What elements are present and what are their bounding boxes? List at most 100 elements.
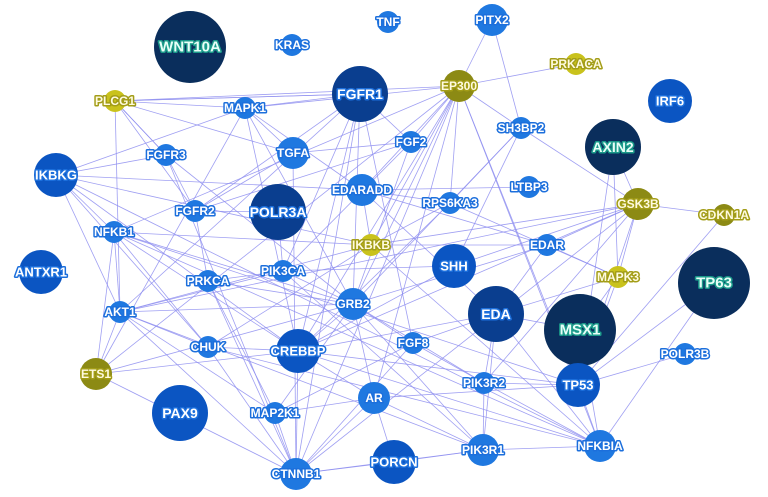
node-ctnnb1[interactable]: CTNNB1 (270, 458, 322, 490)
node-label-wnt10a: WNT10A (159, 39, 221, 56)
node-grb2[interactable]: GRB2 (335, 288, 371, 320)
node-fgf8[interactable]: FGF8 (396, 332, 430, 354)
edge-grb2-ar (352, 303, 375, 399)
node-kras[interactable]: KRAS (273, 34, 311, 56)
node-pax9[interactable]: PAX9 (152, 385, 208, 441)
node-eda[interactable]: EDA (468, 286, 524, 342)
node-pik3r2[interactable]: PIK3R2 (461, 372, 507, 394)
edge-chuk-ctnnb1 (207, 346, 297, 475)
edge-ep300-ctnnb1 (295, 85, 460, 475)
node-circle-ctnnb1 (280, 458, 312, 490)
edge-plcg1-ep300 (114, 85, 460, 102)
edge-akt1-ctnnb1 (119, 311, 297, 475)
edge-fgfr1-crebbp (297, 93, 361, 352)
node-ar[interactable]: AR (358, 382, 390, 414)
node-label-tp53: TP53 (562, 378, 593, 393)
node-plcg1[interactable]: PLCG1 (93, 90, 137, 112)
node-tgfa[interactable]: TGFA (276, 137, 311, 169)
edge-ep300-grb2 (352, 85, 460, 305)
node-cdkn1a[interactable]: CDKN1A (697, 204, 751, 226)
edge-pik3ca-fgf2 (282, 141, 412, 272)
node-label-fgfr1: FGFR1 (337, 86, 383, 102)
node-axin2[interactable]: AXIN2 (585, 119, 641, 175)
node-circle-ltbp3 (518, 176, 540, 198)
node-pik3r1[interactable]: PIK3R1 (460, 434, 506, 466)
node-irf6[interactable]: IRF6 (648, 79, 692, 123)
node-circle-fgfr2 (184, 200, 206, 222)
edge-grb2-pik3r1 (352, 303, 484, 451)
edge-fgf2-fgfr2 (194, 141, 412, 212)
node-label-shh: SHH (440, 259, 467, 274)
node-ep300[interactable]: EP300 (439, 70, 479, 102)
node-label-eda: EDA (481, 306, 511, 322)
node-fgf2[interactable]: FGF2 (394, 131, 428, 153)
node-fgfr2[interactable]: FGFR2 (174, 200, 216, 222)
node-nfkb1[interactable]: NFKB1 (92, 221, 136, 243)
edge-fgfr1-akt1 (119, 93, 361, 313)
node-prkca[interactable]: PRKCA (185, 270, 231, 292)
node-label-antxr1: ANTXR1 (15, 265, 67, 280)
node-circle-chuk (197, 336, 219, 358)
node-fgfr3[interactable]: FGFR3 (145, 144, 187, 166)
node-shh[interactable]: SHH (432, 244, 476, 288)
node-ikbkb[interactable]: IKBKB (351, 234, 392, 256)
node-fgfr1[interactable]: FGFR1 (332, 66, 388, 122)
edge-map2k1-prkca (207, 280, 276, 414)
node-label-irf6: IRF6 (656, 94, 684, 109)
node-label-tgfa: TGFA (277, 146, 309, 160)
node-circle-tnf (377, 11, 399, 33)
node-label-msx1: MSX1 (560, 322, 601, 339)
node-wnt10a[interactable]: WNT10A (154, 11, 226, 83)
edge-ep300-ar (373, 85, 460, 399)
node-map2k1[interactable]: MAP2K1 (249, 402, 301, 424)
node-polr3a[interactable]: POLR3A (248, 184, 308, 240)
node-crebbp[interactable]: CREBBP (269, 329, 327, 373)
node-edaradd[interactable]: EDARADD (331, 174, 394, 206)
node-pik3ca[interactable]: PIK3CA (259, 260, 307, 282)
node-tp53[interactable]: TP53 (556, 363, 600, 407)
edge-akt1-grb2 (119, 303, 354, 313)
edge-mapk1-ikbkg (55, 107, 246, 176)
node-akt1[interactable]: AKT1 (103, 301, 137, 323)
node-label-porcn: PORCN (371, 455, 418, 470)
node-circle-nfkb1 (103, 221, 125, 243)
edge-crebbp-nfkbia (297, 350, 601, 447)
node-circle-ikbkg (34, 153, 78, 197)
edge-akt1-gsk3b (119, 203, 639, 313)
edge-ikbkg-edaradd (55, 174, 363, 191)
edge-akt1-ikbkb (119, 244, 372, 313)
node-polr3b[interactable]: POLR3B (659, 343, 711, 365)
edge-ikbkb-gsk3b (370, 203, 639, 246)
node-label-mapk3: MAPK3 (597, 270, 639, 284)
node-circle-map2k1 (264, 402, 286, 424)
node-ikbkg[interactable]: IKBKG (34, 153, 78, 197)
edge-crebbp-rps6ka3 (297, 202, 451, 352)
node-ets1[interactable]: ETS1 (79, 358, 113, 390)
node-tnf[interactable]: TNF (375, 11, 401, 33)
node-gsk3b[interactable]: GSK3B (616, 188, 661, 220)
node-pitx2[interactable]: PITX2 (474, 4, 510, 36)
node-porcn[interactable]: PORCN (369, 440, 419, 484)
node-ltbp3[interactable]: LTBP3 (509, 176, 549, 198)
node-label-axin2: AXIN2 (592, 139, 633, 155)
node-rps6ka3[interactable]: RPS6KA3 (421, 192, 480, 214)
node-tp63[interactable]: TP63 (678, 247, 750, 319)
node-chuk[interactable]: CHUK (189, 336, 227, 358)
node-circle-ep300 (443, 70, 475, 102)
node-circle-mapk3 (607, 266, 629, 288)
node-prkaca[interactable]: PRKACA (549, 53, 603, 75)
node-edar[interactable]: EDAR (528, 234, 566, 256)
node-mapk1[interactable]: MAPK1 (222, 97, 268, 119)
node-circle-fgfr1 (332, 66, 388, 122)
node-sh3bp2[interactable]: SH3BP2 (496, 117, 546, 139)
edge-ctnnb1-fgf8 (295, 342, 414, 475)
edge-nfkb1-chuk (113, 231, 209, 348)
node-msx1[interactable]: MSX1 (544, 294, 616, 366)
node-circle-edaradd (346, 174, 378, 206)
node-mapk3[interactable]: MAPK3 (595, 266, 641, 288)
edge-ctnnb1-prkca (207, 280, 297, 475)
node-antxr1[interactable]: ANTXR1 (13, 250, 69, 294)
node-circle-plcg1 (104, 90, 126, 112)
node-nfkbia[interactable]: NFKBIA (576, 430, 624, 462)
